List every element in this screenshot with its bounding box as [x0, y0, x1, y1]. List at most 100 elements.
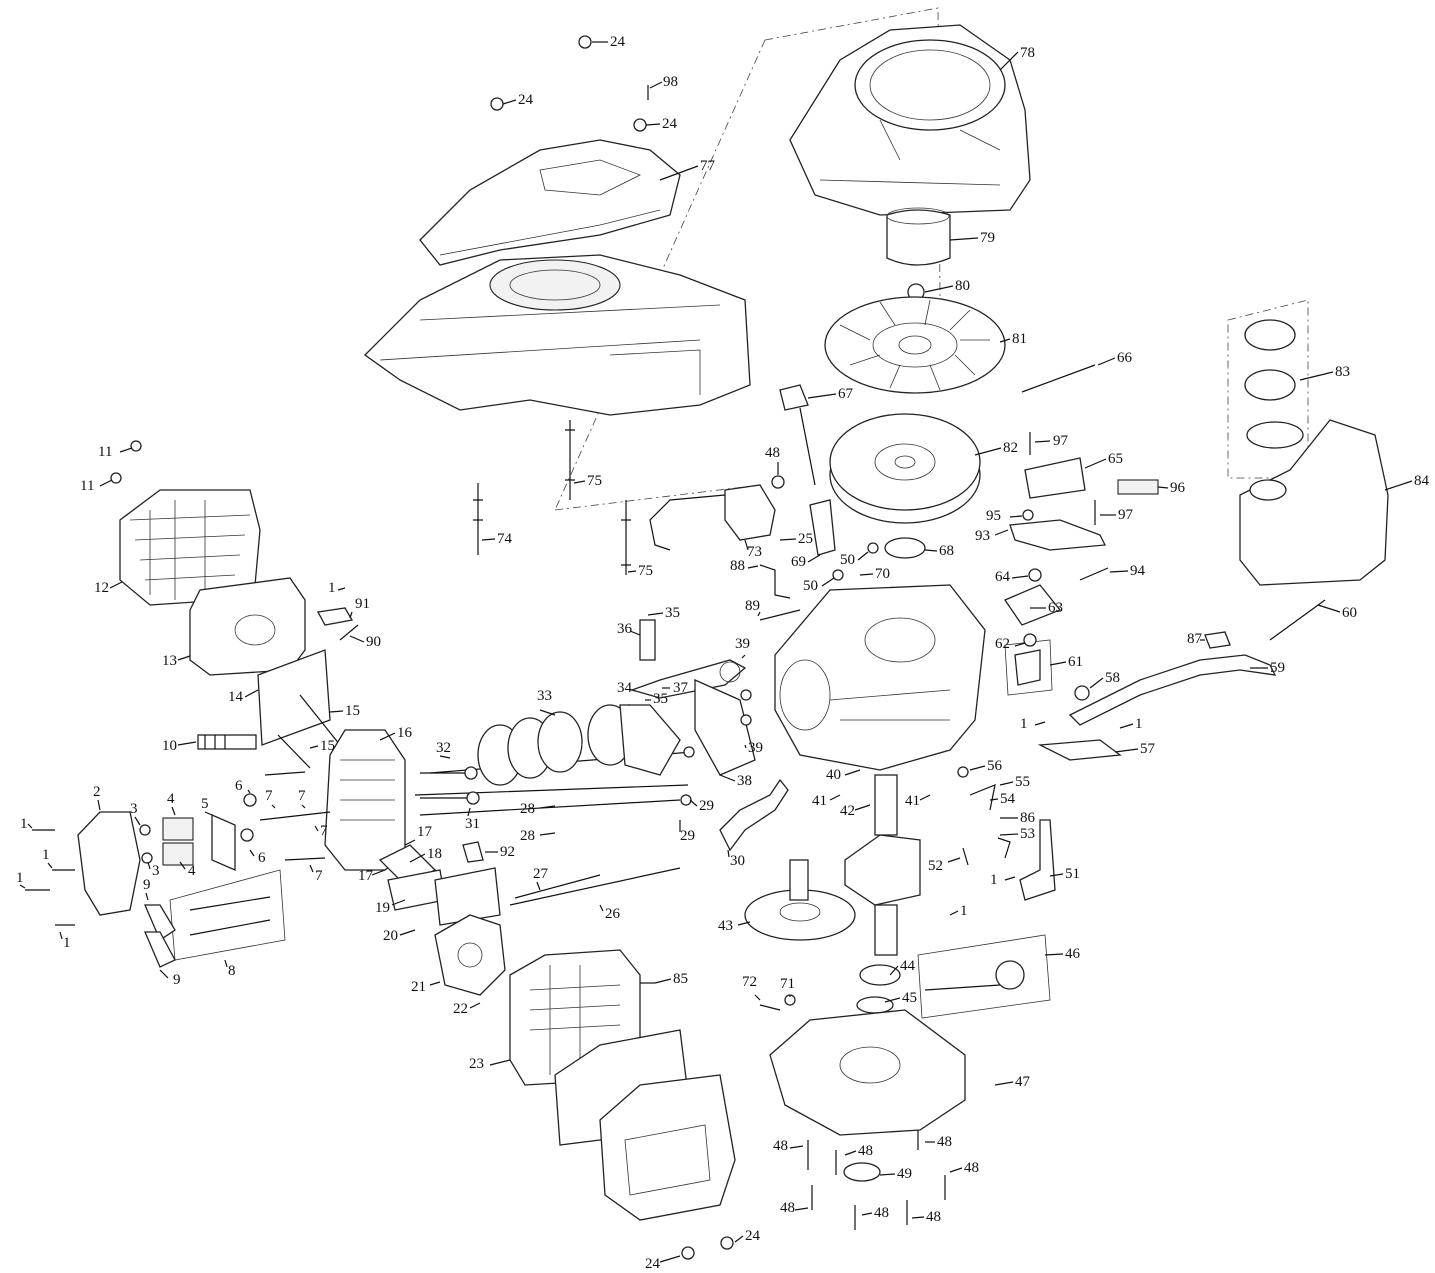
valve-head	[466, 791, 480, 805]
leader-line	[145, 892, 149, 901]
nut	[720, 1236, 734, 1250]
fuel-tank	[1239, 419, 1389, 586]
part-callout-23: 23	[469, 1056, 484, 1072]
ground-wire	[759, 564, 791, 599]
nut	[110, 472, 122, 484]
valve-plate	[211, 814, 236, 871]
leader-line	[47, 862, 53, 869]
leader-line	[179, 861, 186, 870]
piston-rings	[477, 704, 633, 786]
part-callout-41: 41	[812, 793, 827, 809]
ground-clip	[316, 607, 354, 626]
leader-line	[807, 393, 837, 399]
washer	[141, 852, 153, 864]
part-callout-56: 56	[987, 758, 1003, 774]
leader-line	[629, 630, 641, 636]
leader-line	[645, 123, 661, 126]
fan-screen	[886, 207, 951, 266]
leader-line	[844, 1150, 857, 1156]
leader-line	[1157, 486, 1169, 489]
leader-line	[689, 799, 698, 807]
part-callout-17: 17	[358, 868, 374, 884]
leader-line	[502, 99, 517, 105]
leader-line	[204, 811, 213, 816]
part-callout-83: 83	[1335, 364, 1350, 380]
leader-line	[999, 781, 1014, 786]
cylinder-head	[324, 729, 406, 871]
part-callout-73: 73	[747, 544, 762, 560]
part-callout-98: 98	[663, 74, 678, 90]
leader-line	[994, 529, 1009, 536]
part-callout-64: 64	[995, 569, 1011, 585]
leader-line	[379, 732, 396, 741]
stud-bolt	[621, 500, 631, 575]
leader-line	[1084, 458, 1107, 469]
part-callout-20: 20	[383, 928, 398, 944]
part-callout-1: 1	[328, 580, 336, 596]
nut	[867, 542, 879, 554]
part-callout-88: 88	[730, 558, 745, 574]
part-callout-32: 32	[436, 740, 451, 756]
part-callout-61: 61	[1068, 654, 1083, 670]
part-callout-6: 6	[235, 778, 243, 794]
leader-line	[734, 1235, 744, 1243]
part-callout-48: 48	[964, 1160, 979, 1176]
leader-line	[879, 1173, 896, 1176]
governor-spring	[962, 847, 969, 866]
part-callout-24: 24	[662, 116, 678, 132]
part-callout-15: 15	[320, 738, 335, 754]
fuel-cap-assembly	[1244, 319, 1304, 449]
leader-line	[924, 549, 938, 552]
leader-line	[171, 806, 176, 816]
leader-line	[911, 1216, 925, 1219]
bearing	[859, 964, 901, 986]
part-callout-9: 9	[173, 972, 181, 988]
part-callout-28: 28	[520, 801, 535, 817]
part-callout-95: 95	[986, 508, 1001, 524]
leader-line	[539, 832, 556, 836]
leader-line	[59, 931, 63, 940]
leader-line	[999, 833, 1019, 836]
leader-line	[177, 741, 197, 746]
part-callout-97: 97	[1118, 507, 1134, 523]
leader-line	[844, 769, 861, 776]
part-callout-1: 1	[63, 935, 71, 951]
leader-line	[1097, 357, 1116, 366]
part-callout-96: 96	[1170, 480, 1186, 496]
part-callout-70: 70	[875, 566, 890, 582]
brake-spring	[1117, 479, 1159, 495]
leader-line	[1384, 480, 1413, 491]
leader-line	[821, 577, 835, 587]
leader-line	[1317, 604, 1341, 613]
head-gasket	[694, 678, 756, 776]
leader-line	[309, 864, 314, 873]
part-callout-41: 41	[905, 793, 920, 809]
air-filter-cover	[599, 1074, 736, 1221]
tappet	[680, 794, 692, 806]
oil-cap	[779, 384, 809, 411]
part-callout-1: 1	[42, 847, 50, 863]
nut	[130, 440, 142, 452]
part-callout-43: 43	[718, 918, 733, 934]
leader-line	[994, 1081, 1014, 1086]
part-callout-6: 6	[258, 850, 266, 866]
leader-line	[949, 237, 979, 241]
leader-line	[329, 710, 344, 713]
part-callout-22: 22	[453, 1001, 468, 1017]
part-callout-1: 1	[1135, 716, 1143, 732]
muffler-guard	[119, 489, 261, 606]
push-rod	[259, 771, 331, 861]
part-callout-40: 40	[826, 767, 841, 783]
brake-lever	[1009, 519, 1107, 551]
engine-shroud	[363, 254, 751, 416]
part-callout-10: 10	[162, 738, 177, 754]
part-callout-48: 48	[773, 1138, 788, 1154]
part-callout-81: 81	[1012, 331, 1027, 347]
part-callout-8: 8	[228, 963, 236, 979]
part-callout-74: 74	[497, 531, 513, 547]
leader-line	[97, 799, 101, 811]
leader-line	[539, 709, 556, 716]
leader-line	[309, 745, 319, 749]
valve-head	[464, 766, 478, 780]
part-callout-7: 7	[315, 868, 323, 884]
